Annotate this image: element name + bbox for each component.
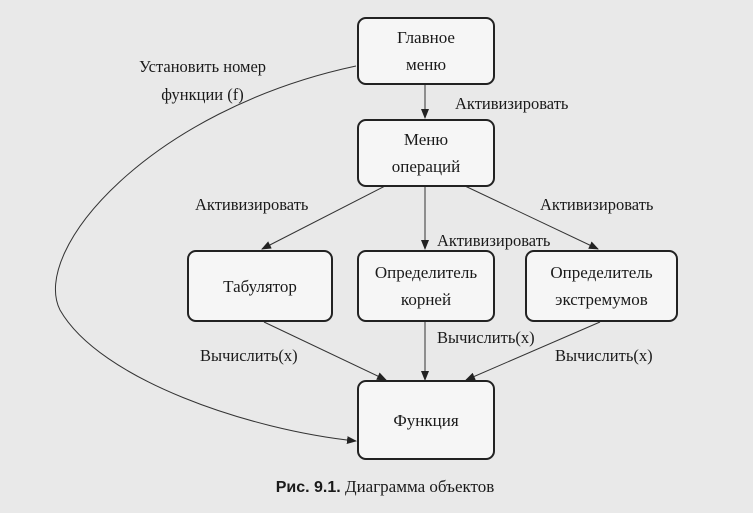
- edge-set-function: [54, 65, 357, 445]
- node-label: Определитель экстремумов: [550, 263, 653, 309]
- figure-caption: Рис. 9.1. Диаграмма объектов: [0, 477, 753, 497]
- label-activate-extr: Активизировать: [540, 195, 654, 214]
- node-label: Определитель корней: [374, 263, 478, 309]
- node-label: Главное меню: [397, 28, 455, 74]
- edge-activate-extr: [464, 185, 599, 250]
- node-label: Меню операций: [391, 130, 461, 176]
- node-extremum-finder: Определитель экстремумов: [525, 250, 678, 322]
- label-activate-ops: Активизировать: [455, 94, 569, 113]
- label-compute-extr: Вычислить(x): [555, 346, 653, 365]
- node-tabulator: Табулятор: [187, 250, 333, 322]
- caption-number: Рис. 9.1.: [275, 479, 341, 496]
- node-function: Функция: [357, 380, 495, 460]
- node-label: Табулятор: [223, 276, 297, 296]
- label-set-function: Установить номер функции (f): [138, 57, 267, 104]
- label-compute-roots: Вычислить(x): [437, 328, 535, 347]
- node-label: Функция: [393, 410, 459, 430]
- label-compute-tab: Вычислить(x): [200, 346, 298, 365]
- label-activate-roots: Активизировать: [437, 231, 551, 250]
- node-root-finder: Определитель корней: [357, 250, 495, 322]
- edge-activate-tab: [261, 185, 386, 250]
- edge-compute-tab: [263, 321, 387, 381]
- node-main-menu: Главное меню: [357, 17, 495, 85]
- edge-compute-extr: [465, 321, 601, 381]
- node-operations-menu: Меню операций: [357, 119, 495, 187]
- label-activate-tab: Активизировать: [195, 195, 309, 214]
- caption-text: Диаграмма объектов: [344, 477, 495, 496]
